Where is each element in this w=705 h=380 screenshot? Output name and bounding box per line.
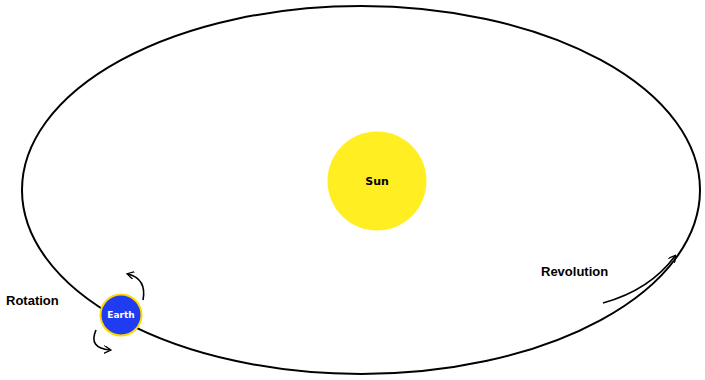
earth-circle — [101, 295, 142, 336]
sun-circle — [328, 132, 427, 231]
revolution-label: Revolution — [541, 264, 608, 279]
node-text: Sun — [365, 175, 389, 188]
rotation-arrow — [94, 330, 110, 350]
orbit-ellipse — [22, 6, 700, 374]
sun-circle: Sun — [327, 131, 427, 231]
rotation-label: Rotation — [6, 293, 59, 308]
node-text: Earth — [107, 310, 134, 320]
earth-circle: Earth — [99, 293, 143, 337]
revolution-arrow — [603, 256, 675, 303]
